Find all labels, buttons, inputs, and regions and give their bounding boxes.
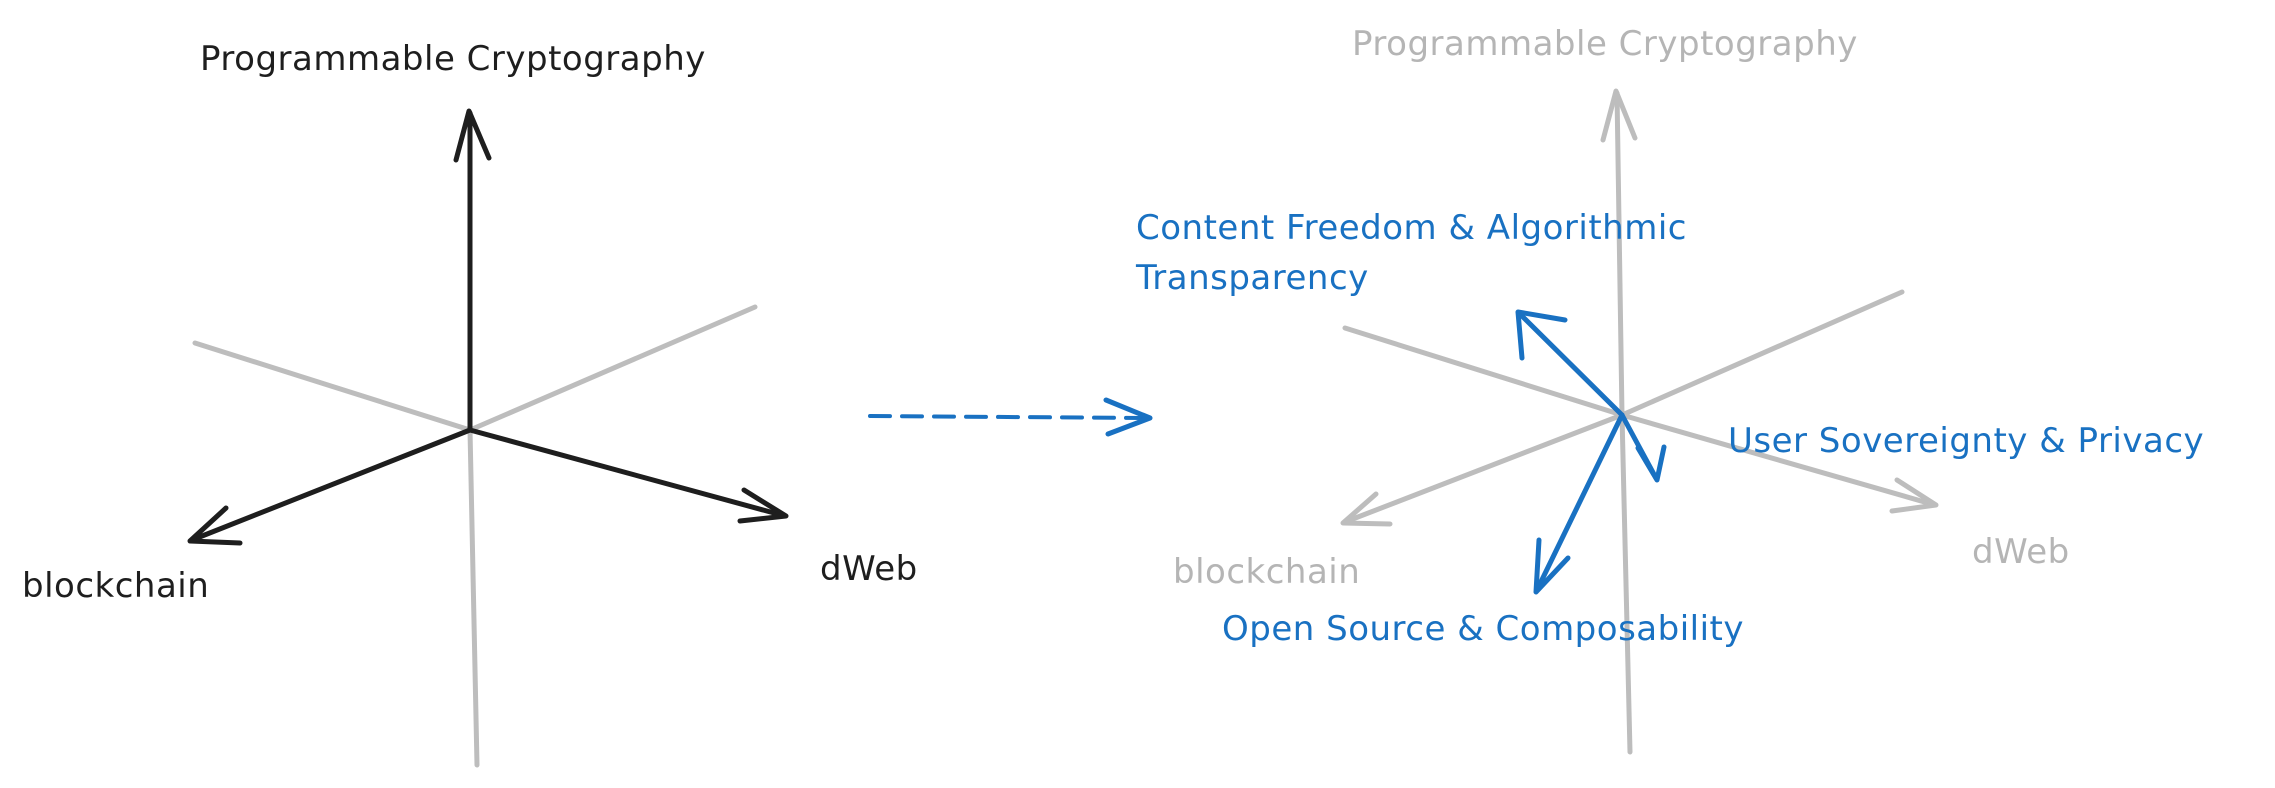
- left-grey-vertical-line: [467, 427, 480, 768]
- content-freedom-label-line1: Content Freedom & Algorithmic: [1136, 208, 1687, 248]
- left-grey-diagonal-upper-right: [467, 304, 758, 433]
- right-diagram: Programmable Cryptography blockchain dWe…: [1135, 24, 2204, 755]
- left-grey-diagonal-upper-left: [192, 340, 473, 433]
- open-source-label: Open Source & Composability: [1222, 609, 1744, 649]
- content-freedom-arrowhead: [1515, 309, 1568, 361]
- left-dweb-label: dWeb: [820, 549, 918, 589]
- transition-arrowhead: [1103, 397, 1153, 437]
- user-sovereignty-arrowhead: [1635, 444, 1667, 483]
- right-dweb-arrow: [1619, 412, 1938, 508]
- right-grey-diagonal-upper-right: [1619, 289, 1905, 418]
- right-dweb-label: dWeb: [1972, 532, 2070, 572]
- right-grey-diagonal-upper-left: [1342, 325, 1625, 418]
- transition-arrow: [868, 397, 1153, 437]
- right-blockchain-arrowhead: [1340, 491, 1393, 527]
- left-diagram: Programmable Cryptography blockchain dWe…: [22, 39, 918, 768]
- dashed-transition-line: [868, 414, 1147, 420]
- open-source-arrow: [1534, 412, 1625, 593]
- content-freedom-label-line2: Transparency: [1135, 258, 1369, 298]
- left-blockchain-arrow: [189, 427, 473, 543]
- left-blockchain-label: blockchain: [22, 566, 209, 606]
- user-sovereignty-label: User Sovereignty & Privacy: [1728, 421, 2204, 461]
- left-up-arrowhead: [453, 108, 492, 163]
- left-top-label: Programmable Cryptography: [200, 39, 706, 79]
- left-blockchain-arrowhead: [187, 505, 243, 546]
- right-up-arrowhead: [1600, 88, 1638, 143]
- open-source-arrowhead: [1533, 537, 1571, 595]
- right-blockchain-label: blockchain: [1173, 552, 1360, 592]
- right-grey-vertical-line: [1619, 412, 1633, 755]
- left-dweb-arrow: [467, 427, 788, 519]
- right-top-label: Programmable Cryptography: [1352, 24, 1858, 64]
- right-up-arrow: [1614, 90, 1625, 418]
- left-dweb-arrowhead: [737, 487, 789, 524]
- right-blockchain-arrow: [1342, 412, 1625, 525]
- content-freedom-arrow: [1517, 311, 1625, 418]
- right-dweb-arrowhead: [1889, 477, 1939, 514]
